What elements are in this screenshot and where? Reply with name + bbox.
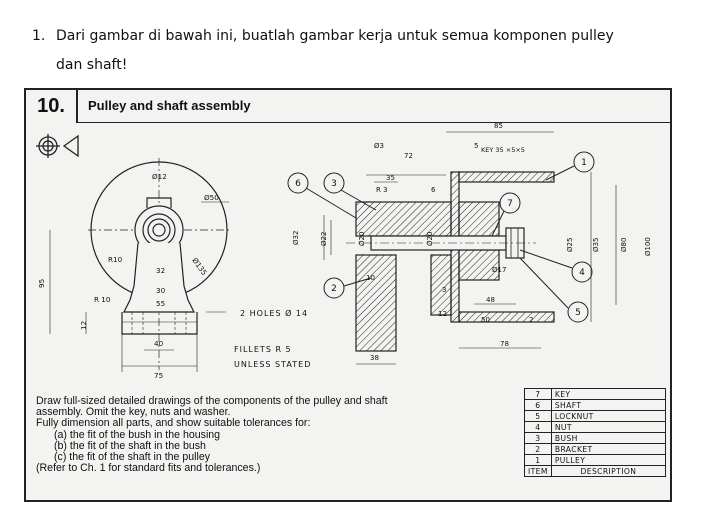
svg-text:12: 12 bbox=[438, 310, 447, 318]
assembly-drawing: Ø12 Ø50 R10 32 Ø135 30 95 R 10 55 12 40 … bbox=[36, 122, 652, 380]
instruction-line-3: Fully dimension all parts, and show suit… bbox=[36, 417, 311, 430]
balloon-5 bbox=[519, 257, 589, 323]
svg-text:48: 48 bbox=[486, 296, 495, 304]
exercise-number: 10. bbox=[26, 90, 78, 122]
balloon-4-label: 4 bbox=[579, 268, 585, 278]
balloon-1-label: 1 bbox=[581, 158, 587, 168]
drawing-sheet: 10. Pulley and shaft assembly bbox=[24, 88, 672, 502]
instruction-b: (b) the fit of the shaft in the bush bbox=[54, 439, 206, 452]
holes-note: 2 HOLES Ø 14 bbox=[240, 309, 309, 318]
svg-text:Ø20: Ø20 bbox=[358, 232, 366, 246]
svg-text:30: 30 bbox=[156, 286, 166, 295]
balloon-1 bbox=[545, 151, 595, 181]
front-view-dimensions: Ø12 Ø50 R10 32 Ø135 30 95 R 10 55 12 40 … bbox=[37, 172, 219, 380]
svg-text:Ø12: Ø12 bbox=[152, 172, 167, 181]
svg-text:78: 78 bbox=[500, 340, 509, 348]
instruction-a: (a) the fit of the bush in the housing bbox=[54, 428, 221, 441]
svg-text:6: 6 bbox=[431, 186, 436, 194]
exercise-title: Pulley and shaft assembly bbox=[88, 98, 251, 113]
svg-text:95: 95 bbox=[37, 279, 46, 288]
question-number: 1. bbox=[32, 28, 46, 44]
instructions-block: Draw full-sized detailed drawings of the… bbox=[36, 395, 512, 475]
svg-text:Ø135: Ø135 bbox=[190, 256, 208, 277]
balloon-6 bbox=[287, 172, 357, 219]
balloon-6-label: 6 bbox=[295, 179, 301, 189]
question-line-2: dan shaft! bbox=[56, 57, 128, 73]
svg-text:Ø50: Ø50 bbox=[204, 193, 219, 202]
svg-text:55: 55 bbox=[156, 299, 165, 308]
projection-symbol-icon bbox=[36, 134, 79, 158]
balloon-5-label: 5 bbox=[575, 308, 581, 318]
svg-text:75: 75 bbox=[154, 371, 163, 380]
svg-text:Ø35: Ø35 bbox=[592, 238, 600, 252]
svg-text:R10: R10 bbox=[108, 255, 123, 264]
svg-text:85: 85 bbox=[494, 122, 503, 130]
section-view bbox=[346, 171, 555, 352]
svg-text:Ø32: Ø32 bbox=[292, 231, 300, 245]
svg-text:40: 40 bbox=[154, 339, 164, 348]
balloon-2-label: 2 bbox=[331, 284, 337, 294]
svg-text:38: 38 bbox=[370, 354, 379, 362]
svg-text:Ø80: Ø80 bbox=[620, 238, 628, 252]
section-dimension-lines bbox=[323, 131, 617, 365]
svg-text:Ø100: Ø100 bbox=[644, 237, 652, 256]
svg-text:R 3: R 3 bbox=[376, 186, 388, 194]
svg-text:72: 72 bbox=[404, 152, 413, 160]
svg-text:5: 5 bbox=[474, 142, 478, 150]
svg-text:R 10: R 10 bbox=[94, 295, 111, 304]
title-rule bbox=[76, 122, 670, 123]
svg-text:35: 35 bbox=[386, 174, 395, 182]
svg-text:50: 50 bbox=[481, 316, 490, 324]
front-view bbox=[88, 158, 230, 370]
unless-stated-note: UNLESS STATED bbox=[234, 360, 312, 369]
balloon-2 bbox=[323, 277, 372, 299]
svg-text:3: 3 bbox=[442, 286, 446, 294]
svg-text:Ø17: Ø17 bbox=[492, 266, 506, 274]
instruction-reference: (Refer to Ch. 1 for standard fits and to… bbox=[36, 462, 261, 475]
svg-text:Ø25: Ø25 bbox=[566, 238, 574, 252]
question-line-1: Dari gambar di bawah ini, buatlah gambar… bbox=[56, 28, 614, 44]
instruction-line-2: assembly. Omit the key, nuts and washer. bbox=[36, 406, 231, 419]
balloon-4 bbox=[519, 249, 593, 283]
svg-text:2: 2 bbox=[529, 316, 533, 324]
instruction-c: (c) the fit of the shaft in the pulley bbox=[54, 451, 211, 464]
svg-text:Ø22: Ø22 bbox=[320, 232, 328, 246]
svg-text:12: 12 bbox=[79, 321, 88, 330]
balloon-3-label: 3 bbox=[331, 179, 337, 189]
svg-text:KEY 35 ×5×5: KEY 35 ×5×5 bbox=[481, 146, 525, 154]
fillets-note: FILLETS R 5 bbox=[234, 345, 292, 354]
instruction-line-1: Draw full-sized detailed drawings of the… bbox=[36, 395, 388, 407]
svg-text:Ø20: Ø20 bbox=[426, 232, 434, 246]
front-view-dimension-lines bbox=[49, 201, 229, 372]
balloon-7 bbox=[491, 192, 521, 237]
svg-text:Ø3: Ø3 bbox=[374, 142, 384, 150]
item-balloons: 6 3 1 7 2 4 5 bbox=[287, 151, 595, 323]
balloon-3 bbox=[323, 172, 377, 211]
balloon-7-label: 7 bbox=[507, 199, 513, 209]
svg-text:32: 32 bbox=[156, 266, 165, 275]
parts-list-header: ITEM DESCRIPTION bbox=[524, 465, 667, 477]
